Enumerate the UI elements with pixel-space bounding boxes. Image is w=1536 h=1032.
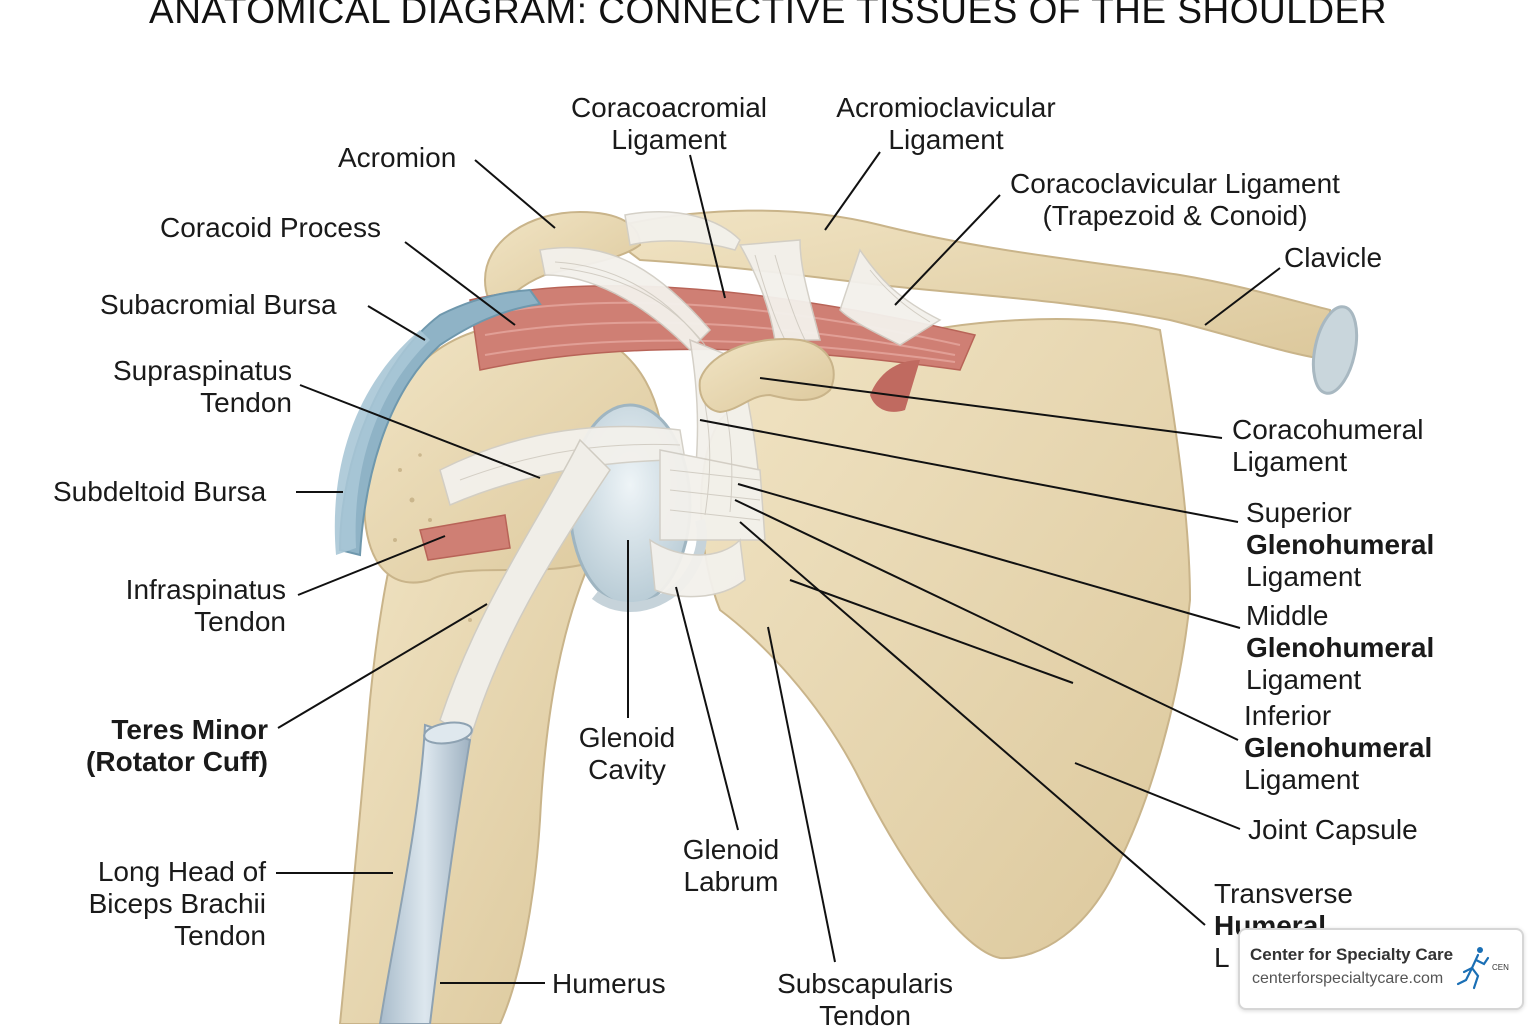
leader-lines <box>276 151 1281 984</box>
clavicle-end <box>1311 305 1359 395</box>
label-subdeltoid-bursa: Subdeltoid Bursa <box>53 476 267 507</box>
label-teres-minor: Teres Minor(Rotator Cuff) <box>86 714 268 777</box>
label-coracoclavicular-ligament: Coracoclavicular Ligament(Trapezoid & Co… <box>1010 168 1340 231</box>
scapular-notch <box>870 360 920 412</box>
badge-name: Center for Specialty Care <box>1250 945 1454 964</box>
subdeltoid-bursa-shape <box>334 330 430 555</box>
label-joint-capsule: Joint Capsule <box>1248 814 1418 845</box>
label-clavicle: Clavicle <box>1284 242 1383 273</box>
ligament-fibers <box>459 254 931 521</box>
label-acromion: Acromion <box>338 142 457 173</box>
biceps-sheath <box>378 723 472 1024</box>
page-title: ANATOMICAL DIAGRAM: CONNECTIVE TISSUES O… <box>149 0 1387 31</box>
runner-logo-icon: CEN <box>1456 947 1509 990</box>
badge-logo-text: CEN <box>1492 963 1509 972</box>
label-coracoid-process: Coracoid Process <box>160 212 381 243</box>
biceps-sheath-opening <box>423 721 473 745</box>
coracoid-process <box>698 338 835 414</box>
badge-url: centerforspecialtycare.com <box>1252 970 1444 987</box>
watermark-badge: Center for Specialty Care centerforspeci… <box>1238 928 1524 1010</box>
infraspinatus-muscle <box>419 514 511 561</box>
label-humerus: Humerus <box>552 968 666 999</box>
label-subacromial-bursa: Subacromial Bursa <box>100 289 337 320</box>
